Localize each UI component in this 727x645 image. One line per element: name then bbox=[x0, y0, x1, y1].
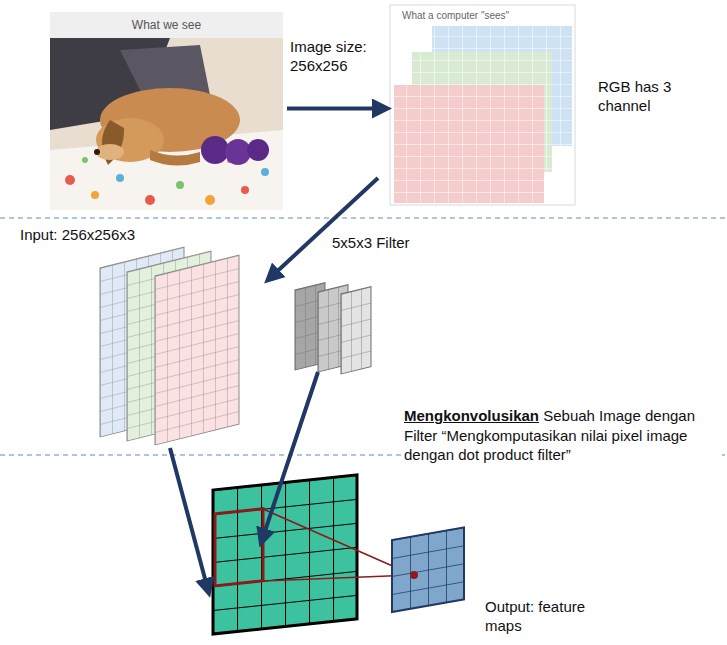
input-label: Input: 256x256x3 bbox=[20, 226, 220, 245]
pixel-matrix bbox=[390, 5, 575, 205]
flow-arrow bbox=[287, 107, 384, 111]
convolution-grid bbox=[213, 475, 413, 634]
separator-line bbox=[0, 217, 727, 218]
dog-photo bbox=[50, 12, 283, 210]
input-volume bbox=[100, 247, 239, 445]
convolution-text: Mengkonvolusikan Sebuah Image dengan Fil… bbox=[404, 406, 722, 465]
matrix-panel: What a computer "sees" bbox=[390, 5, 575, 205]
size-note: Image size: 256x256 bbox=[290, 38, 382, 76]
panel-title: What a computer "sees" bbox=[396, 7, 515, 24]
convolution-term: Mengkonvolusikan bbox=[404, 407, 539, 424]
flow-arrow bbox=[270, 178, 378, 278]
panel-title: What we see bbox=[50, 12, 283, 38]
feature-map bbox=[392, 527, 464, 612]
flow-arrow bbox=[262, 372, 318, 540]
filter-label: 5x5x3 Filter bbox=[332, 234, 452, 253]
flow-arrow bbox=[170, 448, 208, 590]
channel-note: RGB has 3 channel bbox=[598, 78, 710, 116]
filter-volume bbox=[295, 283, 371, 374]
output-label: Output: feature maps bbox=[485, 598, 625, 636]
photo-panel: What we see bbox=[50, 12, 283, 210]
